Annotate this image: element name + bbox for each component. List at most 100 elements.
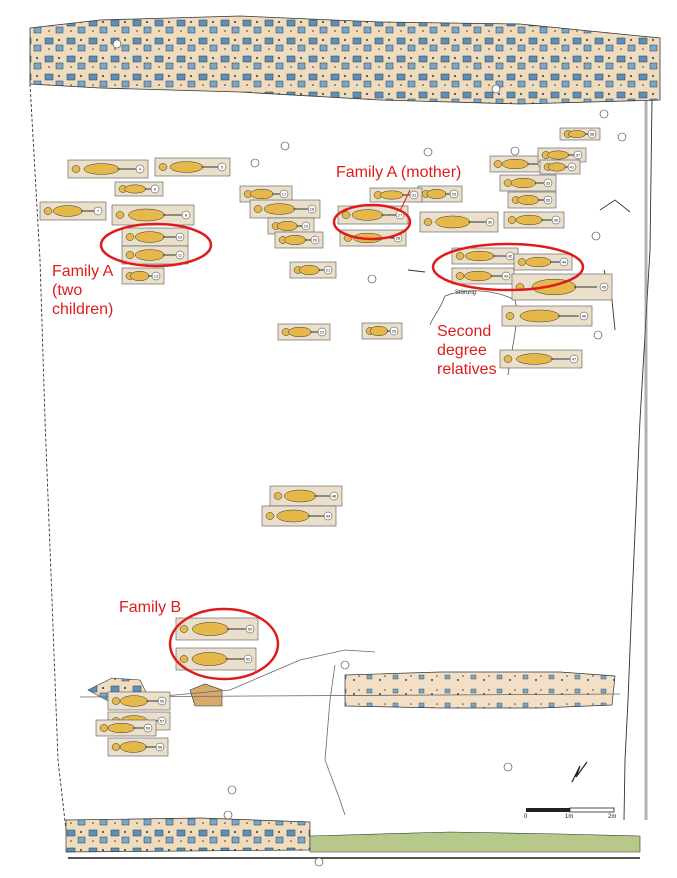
- grave-number-marker: [175, 250, 185, 260]
- grave-number: 48: [332, 494, 337, 499]
- grave: 5: [154, 157, 231, 177]
- grave: 36: [503, 211, 565, 229]
- grave-number-marker: [217, 162, 227, 172]
- skeleton: [83, 163, 120, 175]
- grave-number: 17: [282, 192, 287, 197]
- skull: [265, 512, 275, 520]
- family-b-label: Family B: [119, 599, 182, 616]
- skeleton: [134, 249, 165, 261]
- skeleton: [169, 161, 204, 173]
- grave-number-marker: [245, 624, 255, 634]
- grave-number: 42: [508, 254, 513, 259]
- grave-number-marker: [93, 206, 103, 216]
- family-a-children-circle: [99, 222, 213, 268]
- skeleton: [250, 188, 274, 200]
- grave-number: 5: [221, 165, 224, 170]
- skeleton: [547, 162, 566, 172]
- skeleton: [567, 130, 586, 138]
- skull: [99, 724, 109, 732]
- grave: 26: [361, 322, 403, 340]
- skeleton: [130, 270, 150, 282]
- skull: [455, 252, 465, 260]
- grave-number: 56: [160, 699, 165, 704]
- skeleton: [276, 509, 310, 523]
- second-degree-circle: [431, 242, 585, 292]
- grave-number-marker: [449, 189, 459, 199]
- scale-label-2m: 2m: [608, 814, 617, 820]
- grave-number: 41: [570, 165, 575, 170]
- grave-number-marker: [485, 217, 495, 227]
- grave-number-marker: [155, 742, 165, 752]
- grave-number: 8: [185, 213, 188, 218]
- family-a-mother-circle: [332, 203, 412, 241]
- grave-number-marker: [175, 232, 185, 242]
- grave-number: 10: [178, 235, 183, 240]
- grave: 33: [499, 174, 557, 192]
- grave-number-marker: [135, 164, 145, 174]
- skull: [517, 258, 527, 266]
- grave-number: 49: [326, 514, 331, 519]
- grave-number: 31: [412, 193, 417, 198]
- grave: 41: [539, 159, 581, 175]
- skeleton: [464, 270, 492, 282]
- grave-number: 13: [154, 274, 159, 279]
- skeleton: [464, 250, 495, 262]
- grave-number: 28: [396, 236, 401, 241]
- skeleton: [298, 264, 320, 276]
- grave: 7: [39, 201, 107, 221]
- grave-number-marker: [551, 215, 561, 225]
- grave-number-marker: [573, 150, 583, 160]
- grave: 45: [511, 273, 613, 301]
- grave-number-marker: [307, 204, 317, 214]
- grave-number-marker: [323, 265, 333, 275]
- grave-number: 59: [146, 726, 151, 731]
- grave: 27: [337, 205, 409, 225]
- grave: 11: [121, 245, 189, 265]
- site-number-markers: [227, 109, 627, 795]
- skeleton: [284, 234, 306, 246]
- skeleton: [119, 741, 147, 753]
- grave-number-marker: [157, 696, 167, 706]
- grave-number-marker: [243, 654, 253, 664]
- top-stone-wall: [29, 15, 661, 105]
- second-degree-label: Second degree relatives: [437, 323, 497, 378]
- grave-number: 36: [554, 218, 559, 223]
- grave: 56: [107, 691, 171, 711]
- grave: 52: [175, 647, 257, 671]
- skeleton: [501, 158, 529, 170]
- grave: 13: [121, 267, 165, 285]
- skeleton: [263, 203, 296, 215]
- grave: 17: [239, 185, 293, 203]
- scale-label-1m: 1m: [565, 814, 574, 820]
- disturbance-label: Störung: [455, 290, 476, 296]
- grave: 21: [289, 261, 337, 279]
- grave-number: 4: [139, 167, 142, 172]
- grave: 31: [369, 187, 423, 203]
- grave: 19: [267, 217, 315, 235]
- scale-bar: [526, 807, 615, 813]
- family-a-children-label: Family A (two children): [52, 263, 114, 318]
- grave: 18: [249, 199, 321, 219]
- family-b-circle: [168, 607, 280, 681]
- skeleton: [510, 177, 537, 189]
- skull: [179, 625, 189, 633]
- skull: [253, 205, 263, 213]
- grave-number: 47: [572, 357, 577, 362]
- excavation-boundary: [29, 83, 653, 867]
- grave-number: 57: [160, 719, 165, 724]
- skull: [507, 216, 517, 224]
- grave-number: 27: [398, 213, 403, 218]
- grave: 59: [95, 719, 157, 737]
- skull: [505, 312, 515, 320]
- grave-number-marker: [409, 190, 419, 200]
- skull: [423, 218, 433, 226]
- skeleton: [435, 215, 471, 229]
- grave: 35: [507, 191, 557, 209]
- grave: 46: [501, 305, 593, 327]
- grave-number: 22: [320, 330, 325, 335]
- skull: [71, 165, 81, 173]
- grave: 44: [513, 253, 573, 271]
- skeleton: [107, 722, 135, 734]
- skeleton: [519, 309, 560, 323]
- grave-number-marker: [329, 491, 339, 501]
